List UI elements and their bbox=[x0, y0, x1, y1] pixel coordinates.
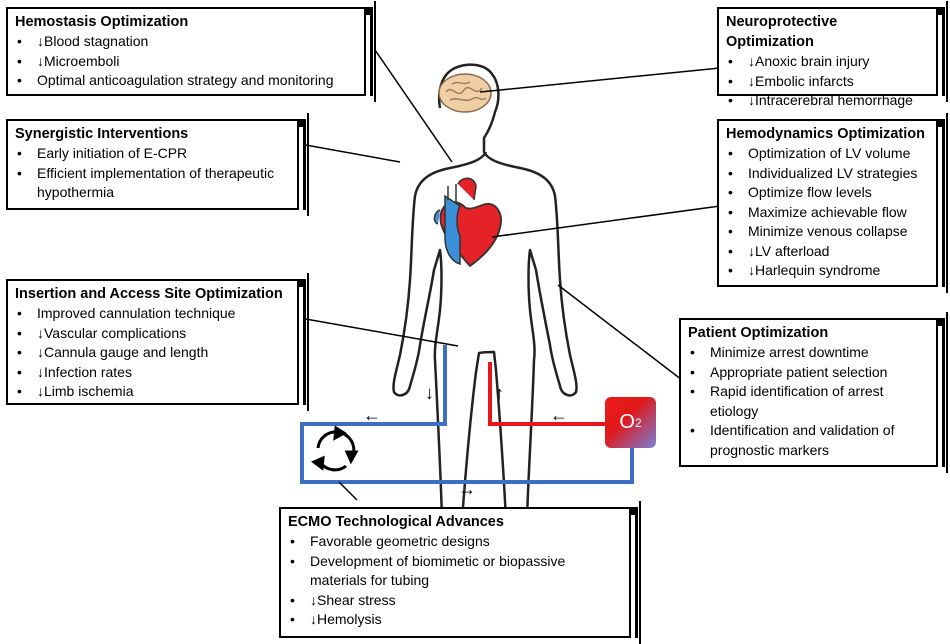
list-item: ↓Cannula gauge and length bbox=[15, 343, 289, 363]
list-item: Rapid identification of arrest etiology bbox=[688, 382, 928, 421]
patient-title: Patient Optimization bbox=[688, 325, 829, 341]
list-item: ↓Harlequin syndrome bbox=[726, 261, 928, 281]
list-item: ↓Embolic infarcts bbox=[726, 72, 928, 92]
list-item: ↓Infection rates bbox=[15, 363, 289, 383]
arterial-tubing bbox=[488, 362, 605, 426]
oxygenator-label: O bbox=[619, 411, 635, 433]
list-item: Minimize venous collapse bbox=[726, 222, 928, 242]
list-item: ↓Microemboli bbox=[15, 52, 356, 72]
heart-icon bbox=[433, 177, 502, 268]
connector-lines bbox=[299, 49, 721, 501]
ecmo-title: ECMO Technological Advances bbox=[288, 514, 504, 530]
synergistic-title: Synergistic Interventions bbox=[15, 126, 189, 142]
list-item: Improved cannulation technique bbox=[15, 304, 289, 324]
list-item: Individualized LV strategies bbox=[726, 164, 928, 184]
hemostasis-box: Hemostasis Optimization ↓Blood stagnatio… bbox=[6, 1, 376, 102]
list-item: ↓Limb ischemia bbox=[15, 382, 289, 402]
list-item: ↓Anoxic brain injury bbox=[726, 52, 928, 72]
down-arrow: ↓ bbox=[425, 383, 434, 403]
list-item: ↓Vascular complications bbox=[15, 324, 289, 344]
list-item: Optimal anticoagulation strategy and mon… bbox=[15, 71, 356, 91]
list-item: Identification and validation of prognos… bbox=[688, 421, 928, 460]
insertion-title: Insertion and Access Site Optimization bbox=[15, 286, 283, 302]
list-item: Appropriate patient selection bbox=[688, 363, 928, 383]
list-item: ↓Intracerebral hemorrhage bbox=[726, 91, 928, 111]
left-arrow-upper-right: ← bbox=[550, 405, 568, 425]
ecmo-box: ECMO Technological Advances Favorable ge… bbox=[279, 501, 641, 644]
venous-tubing bbox=[300, 345, 634, 484]
patient-box: Patient Optimization Minimize arrest dow… bbox=[679, 312, 948, 473]
list-item: Optimize flow levels bbox=[726, 183, 928, 203]
neuro-title: Neuroprotective Optimization bbox=[726, 14, 838, 50]
hemodynamics-box: Hemodynamics Optimization Optimization o… bbox=[717, 113, 948, 293]
list-item: ↓Shear stress bbox=[288, 591, 621, 611]
oxygenator-sub: 2 bbox=[634, 415, 642, 430]
synergistic-box: Synergistic Interventions Early initiati… bbox=[6, 113, 309, 216]
body-silhouette bbox=[392, 63, 578, 526]
list-item: Development of biomimetic or biopassive … bbox=[288, 552, 621, 591]
list-item: Efficient implementation of therapeutic … bbox=[15, 164, 289, 203]
left-arrow-upper-left: ← bbox=[363, 405, 381, 425]
list-item: ↓Blood stagnation bbox=[15, 32, 356, 52]
neuroprotective-box: Neuroprotective Optimization ↓Anoxic bra… bbox=[717, 1, 948, 110]
brain-icon bbox=[438, 73, 492, 113]
pump-icon bbox=[311, 425, 359, 472]
insertion-box: Insertion and Access Site Optimization I… bbox=[6, 273, 309, 411]
hemodynamics-title: Hemodynamics Optimization bbox=[726, 126, 926, 142]
up-arrow: ↑ bbox=[495, 383, 504, 403]
list-item: Early initiation of E-CPR bbox=[15, 144, 289, 164]
right-arrow-bottom: → bbox=[458, 479, 476, 499]
list-item: Optimization of LV volume bbox=[726, 144, 928, 164]
list-item: Minimize arrest downtime bbox=[688, 343, 928, 363]
list-item: ↓Hemolysis bbox=[288, 610, 621, 630]
hemostasis-title: Hemostasis Optimization bbox=[15, 14, 189, 30]
list-item: Maximize achievable flow bbox=[726, 203, 928, 223]
list-item: Favorable geometric designs bbox=[288, 532, 621, 552]
list-item: ↓LV afterload bbox=[726, 242, 928, 262]
